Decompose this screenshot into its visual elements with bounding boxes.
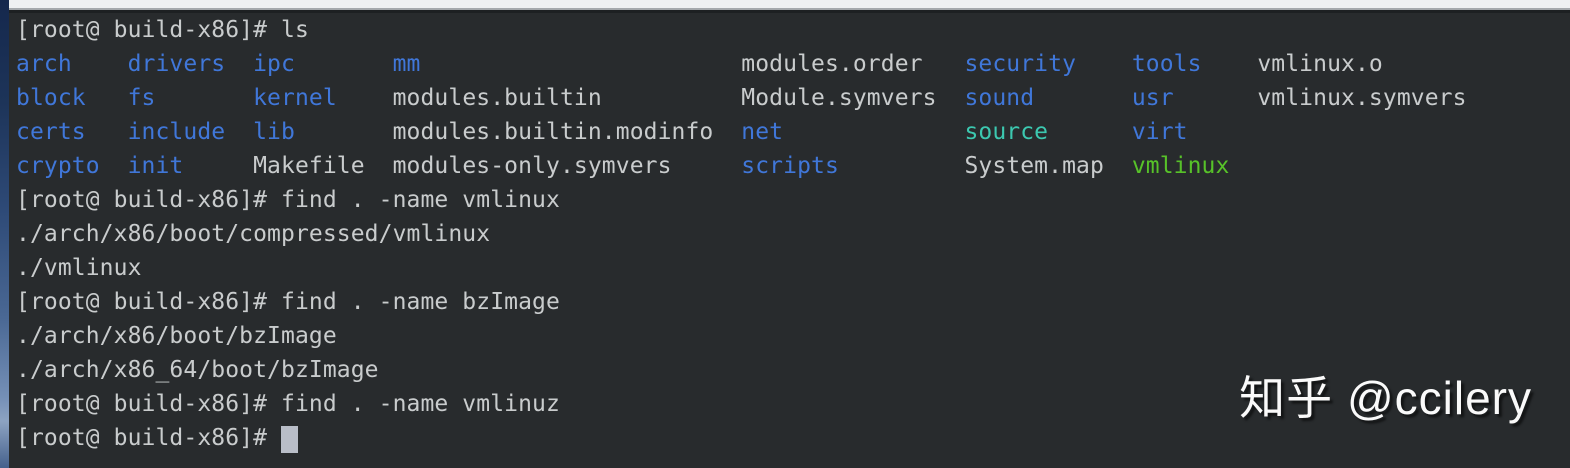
terminal-line: ./arch/x86_64/boot/bzImage xyxy=(16,353,1570,387)
terminal-text-segment: [root@ build-x86]# find . -name vmlinuz xyxy=(16,391,560,417)
terminal-text-segment: fs xyxy=(127,85,254,111)
terminal-text-segment: Module.symvers xyxy=(741,85,965,111)
terminal-cursor xyxy=(281,426,298,453)
terminal-text-segment: vmlinux.o xyxy=(1257,51,1383,77)
terminal-text-segment: block xyxy=(16,85,128,111)
terminal-text-segment: crypto xyxy=(16,153,128,179)
terminal-line: [root@ build-x86]# find . -name bzImage xyxy=(16,285,1570,319)
terminal-line: block fs kernel modules.builtin Module.s… xyxy=(16,81,1570,115)
terminal-text-segment: vmlinux xyxy=(1131,153,1230,179)
terminal-text-segment: sound xyxy=(964,85,1132,111)
watermark-text: 知乎 @ccilery xyxy=(1239,372,1532,424)
terminal-text-segment: lib xyxy=(253,119,393,145)
terminal-line: ./arch/x86/boot/compressed/vmlinux xyxy=(16,217,1570,251)
background-window-edge xyxy=(9,0,1570,10)
terminal-text-segment: virt xyxy=(1131,119,1188,145)
terminal-text-segment: security xyxy=(964,51,1132,77)
terminal-output: [root@ build-x86]# ls arch drivers ipc mm… xyxy=(16,13,1570,455)
terminal-text-segment: ./arch/x86/boot/compressed/vmlinux xyxy=(16,221,491,247)
terminal-text-segment: [root@ build-x86]# find . -name vmlinux xyxy=(16,187,560,213)
terminal-text-segment: vmlinux.symvers xyxy=(1257,85,1467,111)
terminal-line: ./arch/x86/boot/bzImage xyxy=(16,319,1570,353)
terminal-window[interactable]: [root@ build-x86]# ls arch drivers ipc mm… xyxy=(9,10,1570,468)
terminal-line: arch drivers ipc mm modules.order securi… xyxy=(16,47,1570,81)
terminal-text-segment: ./arch/x86_64/boot/bzImage xyxy=(16,357,379,383)
terminal-text-segment: scripts xyxy=(741,153,965,179)
terminal-text-segment: System.map xyxy=(964,153,1132,179)
terminal-text-segment: certs xyxy=(16,119,128,145)
terminal-text-segment: mm xyxy=(392,51,742,77)
terminal-line: [root@ build-x86]# find . -name vmlinuz xyxy=(16,387,1570,421)
terminal-line: certs include lib modules.builtin.modinf… xyxy=(16,115,1570,149)
terminal-text-segment: kernel xyxy=(253,85,393,111)
terminal-line: crypto init Makefile modules-only.symver… xyxy=(16,149,1570,183)
terminal-text-segment: ipc xyxy=(253,51,393,77)
terminal-line: [root@ build-x86]# find . -name vmlinux xyxy=(16,183,1570,217)
terminal-line: ./vmlinux xyxy=(16,251,1570,285)
terminal-text-segment: modules.order xyxy=(741,51,965,77)
terminal-text-segment: init xyxy=(127,153,254,179)
terminal-text-segment: modules.builtin xyxy=(392,85,742,111)
terminal-text-segment: ./arch/x86/boot/bzImage xyxy=(16,323,337,349)
terminal-text-segment: tools xyxy=(1131,51,1258,77)
terminal-text-segment: include xyxy=(127,119,254,145)
terminal-text-segment: modules.builtin.modinfo xyxy=(392,119,742,145)
terminal-text-segment: modules-only.symvers xyxy=(392,153,742,179)
terminal-text-segment: usr xyxy=(1131,85,1258,111)
desktop-wallpaper-edge xyxy=(0,0,9,468)
terminal-text-segment: net xyxy=(741,119,965,145)
terminal-text-segment: [root@ build-x86]# xyxy=(16,425,281,451)
terminal-text-segment: Makefile xyxy=(253,153,393,179)
terminal-text-segment: source xyxy=(964,119,1132,145)
terminal-line: [root@ build-x86]# ls xyxy=(16,13,1570,47)
terminal-text-segment: drivers xyxy=(127,51,254,77)
terminal-text-segment: ./vmlinux xyxy=(16,255,142,281)
terminal-text-segment: [root@ build-x86]# ls xyxy=(16,17,309,43)
watermark: 知乎 @ccilery xyxy=(1239,362,1532,428)
terminal-text-segment: [root@ build-x86]# find . -name bzImage xyxy=(16,289,560,315)
terminal-text-segment: arch xyxy=(16,51,128,77)
terminal-line: [root@ build-x86]# xyxy=(16,421,1570,455)
